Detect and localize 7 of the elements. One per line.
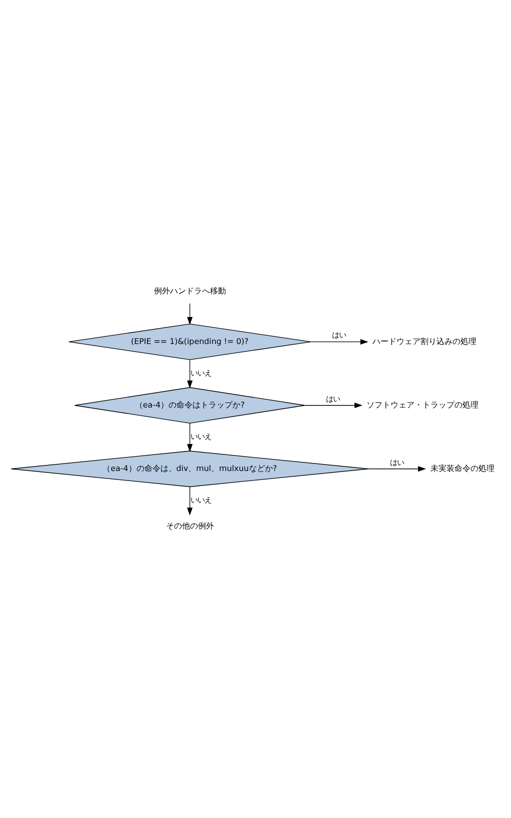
- arrow: [187, 423, 193, 452]
- arrow: [304, 402, 362, 408]
- arrow: [187, 303, 193, 325]
- arrow: [187, 360, 193, 388]
- arrow: [310, 339, 368, 345]
- arrow: [368, 466, 426, 472]
- arrow: [187, 486, 193, 516]
